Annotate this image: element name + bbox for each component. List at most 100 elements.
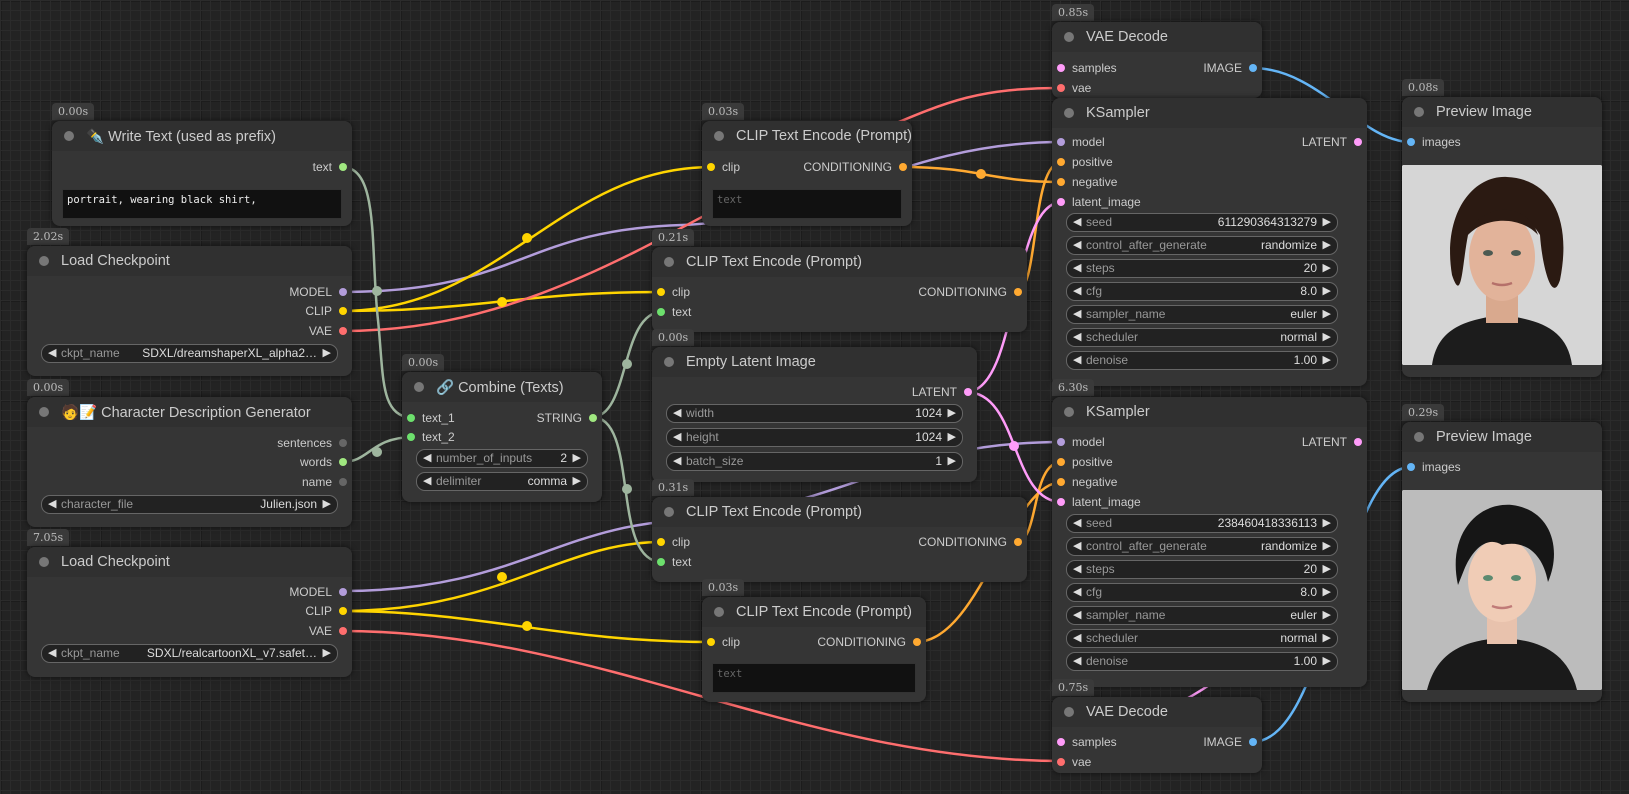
arrow-right-icon[interactable]: ▶ bbox=[1322, 586, 1331, 598]
input-samples[interactable]: samples bbox=[1052, 734, 1117, 750]
input-pin-icon[interactable] bbox=[407, 433, 415, 441]
arrow-right-icon[interactable]: ▶ bbox=[1322, 331, 1331, 343]
input-pin-icon[interactable] bbox=[1057, 478, 1065, 486]
input-positive[interactable]: positive bbox=[1052, 454, 1113, 470]
vae-decode-node-2[interactable]: VAE Decode samples vae IMAGE bbox=[1052, 697, 1262, 773]
write-text-node[interactable]: ✒️ Write Text (used as prefix) text port… bbox=[52, 121, 352, 226]
clip-text-encode-node-2[interactable]: CLIP Text Encode (Prompt) clip text COND… bbox=[652, 247, 1027, 332]
output-vae[interactable]: VAE bbox=[309, 623, 352, 639]
input-pin-icon[interactable] bbox=[1407, 463, 1415, 471]
arrow-right-icon[interactable]: ▶ bbox=[1322, 354, 1331, 366]
load-checkpoint-node-1[interactable]: Load Checkpoint MODEL CLIP VAE ◀ckpt_nam… bbox=[27, 246, 352, 376]
input-text-1[interactable]: text_1 bbox=[402, 410, 455, 426]
collapse-dot-icon[interactable] bbox=[1064, 108, 1074, 118]
load-checkpoint-node-2[interactable]: Load Checkpoint MODEL CLIP VAE ◀ckpt_nam… bbox=[27, 547, 352, 677]
input-model[interactable]: model bbox=[1052, 434, 1105, 450]
input-images[interactable]: images bbox=[1402, 134, 1461, 150]
arrow-left-icon[interactable]: ◀ bbox=[1073, 216, 1082, 228]
collapse-dot-icon[interactable] bbox=[714, 607, 724, 617]
collapse-dot-icon[interactable] bbox=[1414, 432, 1424, 442]
collapse-dot-icon[interactable] bbox=[1064, 407, 1074, 417]
input-pin-icon[interactable] bbox=[1407, 138, 1415, 146]
input-pin-icon[interactable] bbox=[1057, 158, 1065, 166]
arrow-left-icon[interactable]: ◀ bbox=[673, 431, 682, 443]
prefix-textarea[interactable]: portrait, wearing black shirt, bbox=[62, 189, 342, 219]
output-text[interactable]: text bbox=[313, 159, 352, 175]
input-vae[interactable]: vae bbox=[1052, 80, 1091, 96]
output-pin-icon[interactable] bbox=[1249, 738, 1257, 746]
output-words[interactable]: words bbox=[300, 454, 352, 470]
arrow-right-icon[interactable]: ▶ bbox=[1322, 609, 1331, 621]
output-pin-icon[interactable] bbox=[339, 327, 347, 335]
output-model[interactable]: MODEL bbox=[289, 284, 352, 300]
collapse-dot-icon[interactable] bbox=[1414, 107, 1424, 117]
preview-image-node-1[interactable]: Preview Image images bbox=[1402, 97, 1602, 377]
output-pin-icon[interactable] bbox=[339, 607, 347, 615]
node-header[interactable]: Preview Image bbox=[1402, 422, 1602, 452]
arrow-right-icon[interactable]: ▶ bbox=[1322, 285, 1331, 297]
output-pin-icon[interactable] bbox=[339, 163, 347, 171]
arrow-left-icon[interactable]: ◀ bbox=[1073, 308, 1082, 320]
output-image[interactable]: IMAGE bbox=[1203, 734, 1262, 750]
output-latent[interactable]: LATENT bbox=[1302, 434, 1367, 450]
arrow-right-icon[interactable]: ▶ bbox=[1322, 655, 1331, 667]
arrow-right-icon[interactable]: ▶ bbox=[1322, 563, 1331, 575]
arrow-left-icon[interactable]: ◀ bbox=[1073, 632, 1082, 644]
node-header[interactable]: Preview Image bbox=[1402, 97, 1602, 127]
output-pin-icon[interactable] bbox=[589, 414, 597, 422]
input-pin-icon[interactable] bbox=[407, 414, 415, 422]
input-pin-icon[interactable] bbox=[1057, 84, 1065, 92]
ksampler-node-1[interactable]: KSampler model positive negative latent_… bbox=[1052, 98, 1367, 386]
input-pin-icon[interactable] bbox=[1057, 458, 1065, 466]
combine-texts-node[interactable]: 🔗 Combine (Texts) text_1 text_2 STRING ◀… bbox=[402, 372, 602, 502]
clip-text-encode-node-1[interactable]: CLIP Text Encode (Prompt) clip CONDITION… bbox=[702, 121, 912, 226]
output-pin-icon[interactable] bbox=[339, 288, 347, 296]
prompt-textarea[interactable]: text bbox=[712, 663, 916, 693]
node-header[interactable]: ✒️ Write Text (used as prefix) bbox=[52, 121, 352, 151]
preview-image-portrait-2[interactable] bbox=[1402, 490, 1602, 690]
arrow-right-icon[interactable]: ▶ bbox=[1322, 308, 1331, 320]
input-pin-icon[interactable] bbox=[1057, 64, 1065, 72]
collapse-dot-icon[interactable] bbox=[39, 256, 49, 266]
input-clip[interactable]: clip bbox=[702, 159, 740, 175]
output-pin-icon[interactable] bbox=[1249, 64, 1257, 72]
output-pin-icon[interactable] bbox=[1014, 538, 1022, 546]
collapse-dot-icon[interactable] bbox=[1064, 32, 1074, 42]
node-header[interactable]: 🧑📝 Character Description Generator bbox=[27, 397, 352, 427]
input-pin-icon[interactable] bbox=[1057, 738, 1065, 746]
input-samples[interactable]: samples bbox=[1052, 60, 1117, 76]
node-header[interactable]: Empty Latent Image bbox=[652, 347, 977, 377]
input-pin-icon[interactable] bbox=[1057, 178, 1065, 186]
arrow-left-icon[interactable]: ◀ bbox=[423, 452, 432, 464]
arrow-right-icon[interactable]: ▶ bbox=[947, 407, 956, 419]
node-header[interactable]: CLIP Text Encode (Prompt) bbox=[652, 497, 1027, 527]
output-pin-icon[interactable] bbox=[1354, 438, 1362, 446]
preview-image-node-2[interactable]: Preview Image images bbox=[1402, 422, 1602, 702]
arrow-left-icon[interactable]: ◀ bbox=[423, 475, 432, 487]
collapse-dot-icon[interactable] bbox=[664, 507, 674, 517]
arrow-left-icon[interactable]: ◀ bbox=[1073, 540, 1082, 552]
input-latent-image[interactable]: latent_image bbox=[1052, 194, 1141, 210]
character-generator-node[interactable]: 🧑📝 Character Description Generator sente… bbox=[27, 397, 352, 527]
collapse-dot-icon[interactable] bbox=[714, 131, 724, 141]
arrow-left-icon[interactable]: ◀ bbox=[1073, 285, 1082, 297]
node-header[interactable]: VAE Decode bbox=[1052, 697, 1262, 727]
input-text[interactable]: text bbox=[652, 554, 691, 570]
arrow-right-icon[interactable]: ▶ bbox=[572, 475, 581, 487]
output-model[interactable]: MODEL bbox=[289, 584, 352, 600]
arrow-left-icon[interactable]: ◀ bbox=[48, 347, 57, 359]
